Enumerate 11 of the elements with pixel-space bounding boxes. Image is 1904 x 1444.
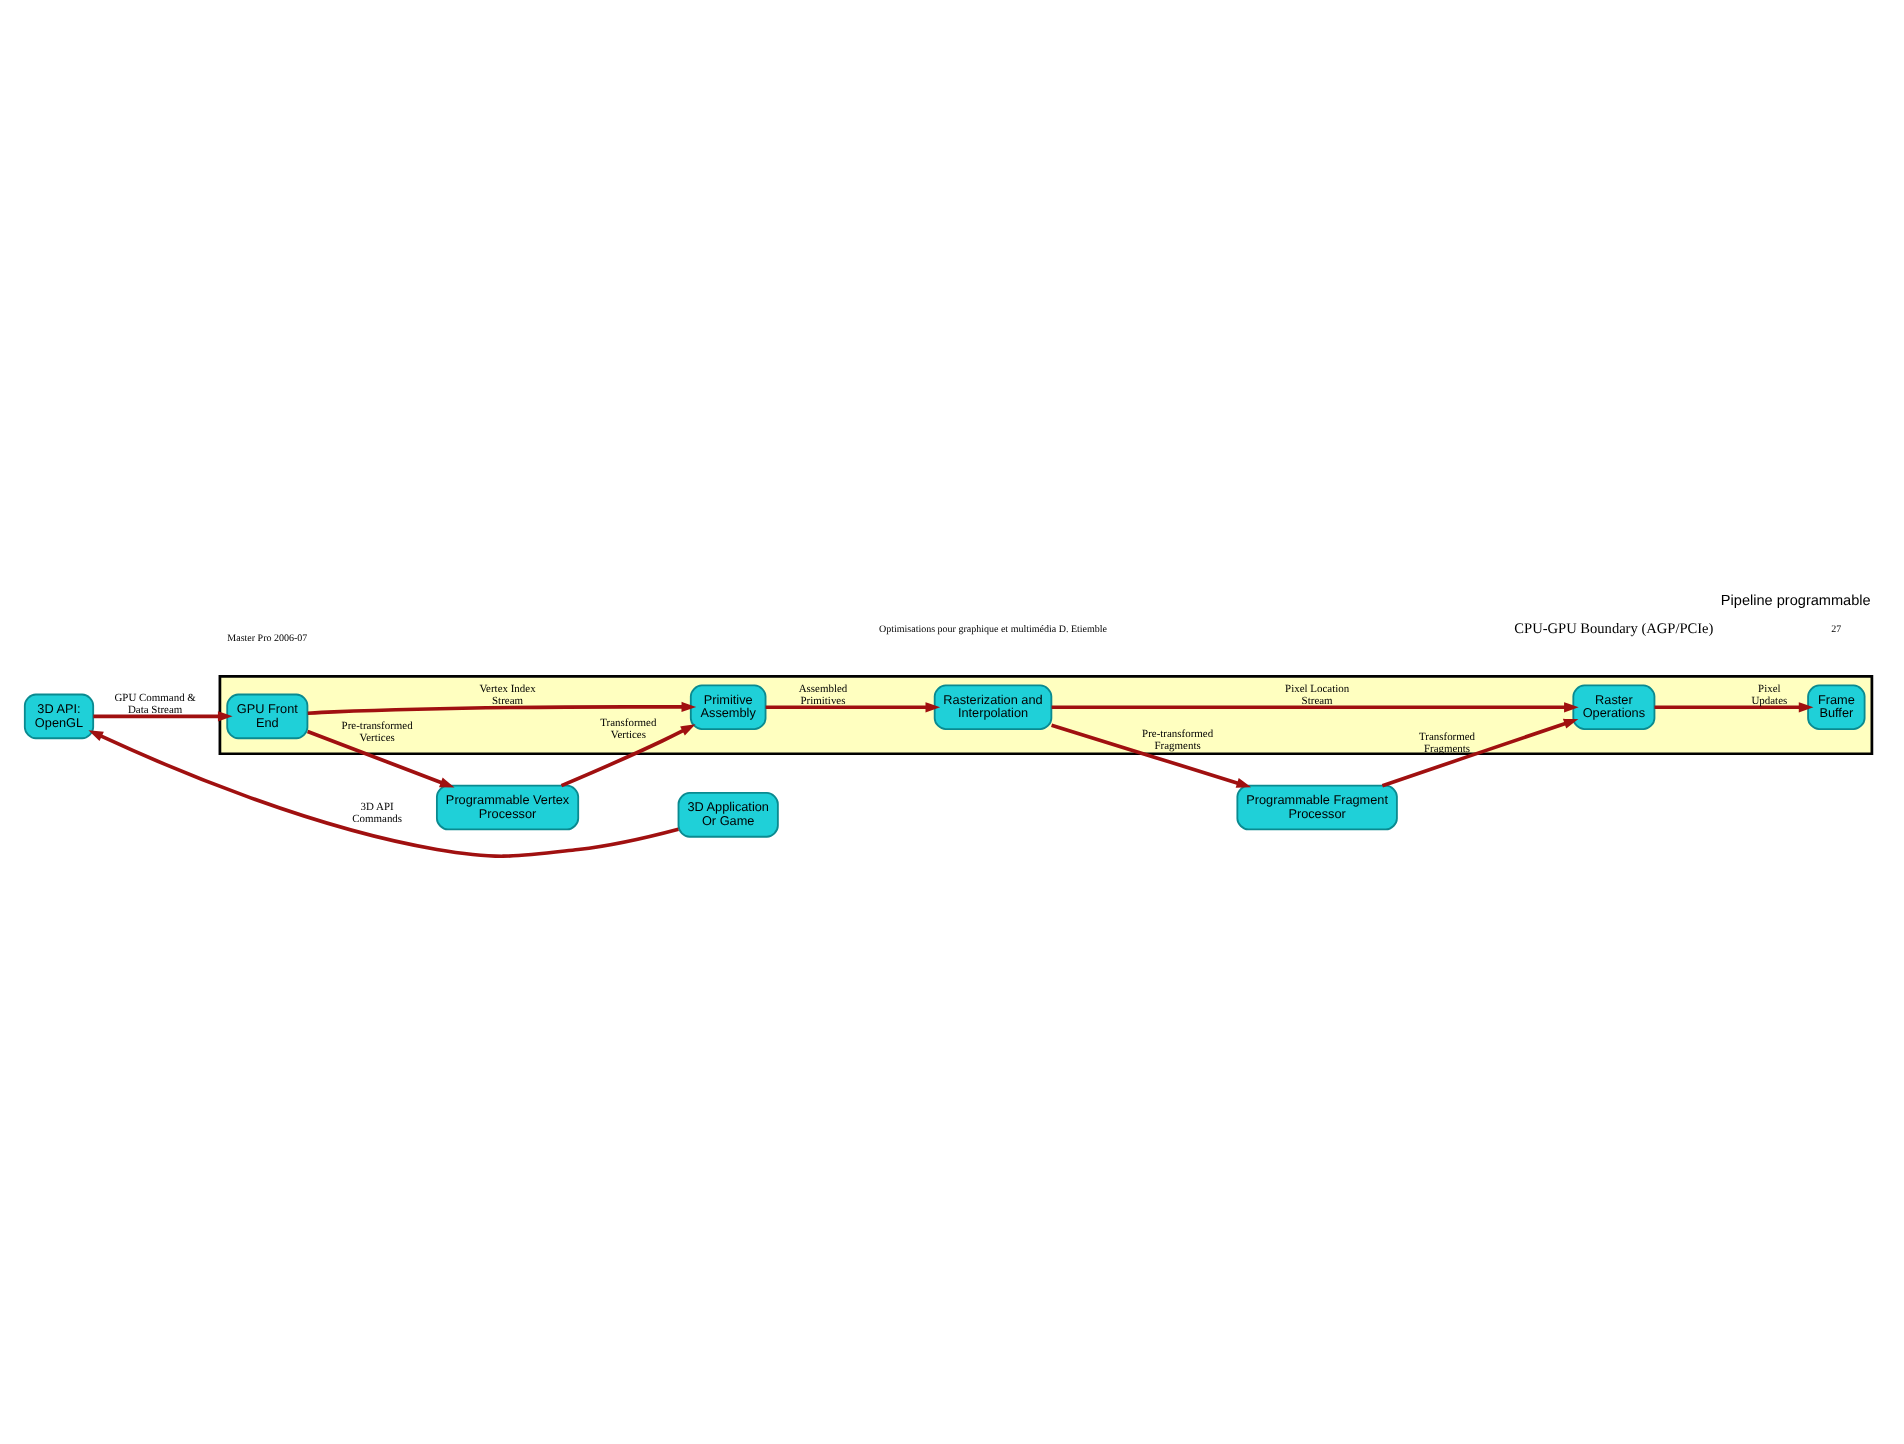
- arrow: [307, 700, 697, 715]
- arrow: [560, 723, 696, 787]
- arrow: [88, 729, 679, 857]
- arrow: [1654, 701, 1814, 712]
- arrow: [93, 710, 233, 721]
- arrow: [306, 728, 455, 787]
- arrow: [1051, 722, 1252, 787]
- diagram-title: Pipeline programmable: [1720, 589, 1871, 608]
- arrow: [765, 701, 941, 712]
- arrow: [1381, 717, 1579, 787]
- arrow: [1051, 701, 1579, 712]
